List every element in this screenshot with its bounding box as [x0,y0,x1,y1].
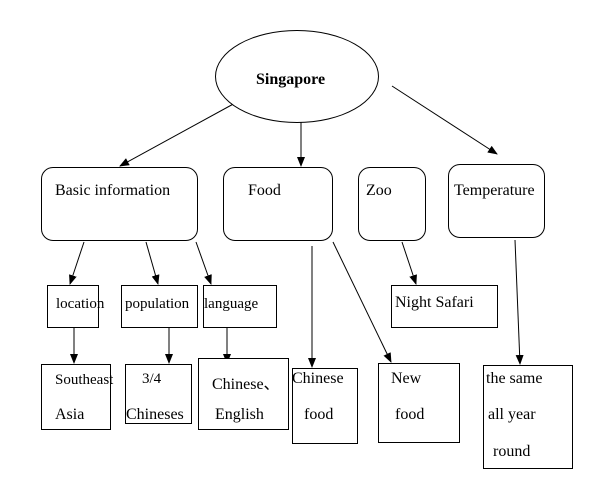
root-label: Singapore [256,71,326,88]
leaf-population-line-2: Chineses [126,406,184,423]
leaf-temperature-line-2: all year [488,406,536,423]
node-population-label: population [125,296,190,312]
edge-food-new [332,241,392,363]
category-food [223,167,333,241]
category-zoo [358,167,426,241]
leaf-population [125,364,192,424]
edge-basic-location [69,241,85,285]
leaf-location-line-1: Southeast [55,372,114,388]
leaf-location-line-2: Asia [55,406,85,423]
edge-singapore-temperature [391,85,498,155]
edge-singapore-basic [119,101,238,167]
leaf-new-food-line-2: food [395,406,425,423]
category-temperature-label: Temperature [454,182,535,199]
category-temperature [448,164,545,238]
leaf-chinese-food-line-1: Chinese [292,370,344,387]
node-language-label: language [204,296,259,312]
node-population [121,285,198,328]
edge-basic-population [145,241,160,285]
category-food-label: Food [248,182,281,199]
leaf-temperature-line-3: round [493,443,531,460]
leaf-language-line-1: Chinese、 [212,376,280,393]
category-basic-information [41,167,198,241]
edge-temperature-leaf [514,239,524,365]
category-basic-label: Basic information [55,182,171,199]
node-location [47,285,99,328]
leaf-chinese-food-line-2: food [304,406,334,423]
leaf-population-line-1: 3/4 [142,371,162,387]
category-zoo-label: Zoo [366,182,392,199]
edge-zoo-nightsafari [401,241,417,285]
leaf-night-safari-label: Night Safari [395,294,474,311]
leaf-night-safari [391,285,498,328]
leaf-temperature-line-1: the same [486,370,543,387]
leaf-language [198,358,289,430]
node-location-label: location [56,296,105,312]
leaf-temperature [483,365,573,469]
leaf-location [41,364,111,430]
node-language [203,285,277,328]
leaf-chinese-food [292,368,358,444]
root-node-singapore [215,30,379,123]
edge-basic-language [195,241,212,285]
leaf-new-food [378,363,460,443]
leaf-language-line-2: English [215,406,264,423]
leaf-new-food-line-1: New [391,370,422,387]
